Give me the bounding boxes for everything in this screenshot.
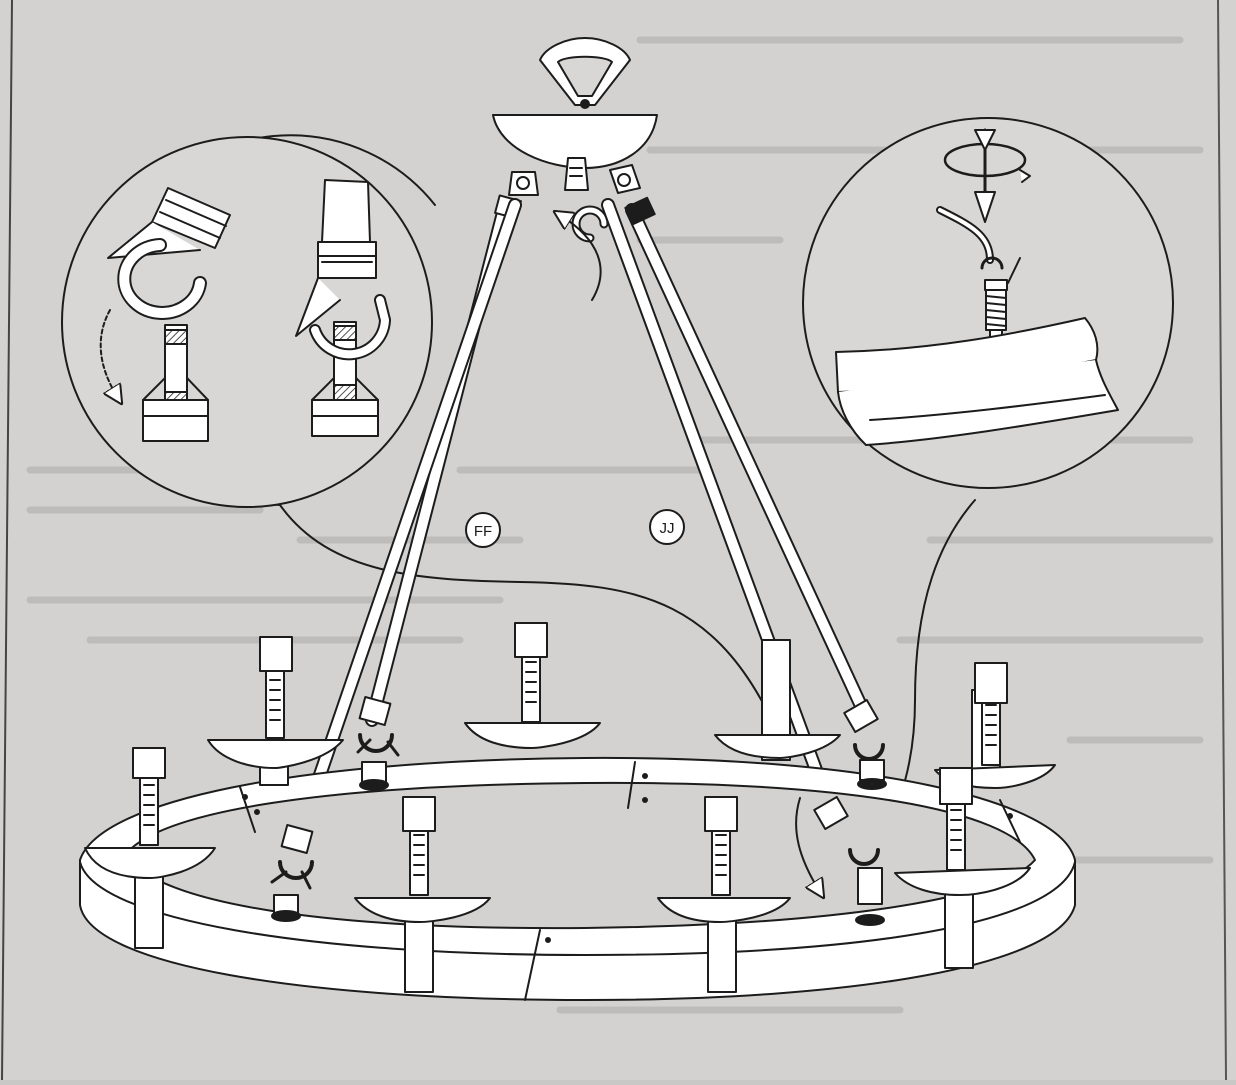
page-fold-line-left	[1, 0, 13, 1081]
detail-circle-hook-connection	[61, 134, 781, 739]
candle-arm-6	[354, 796, 491, 923]
fitting-ff-lower	[270, 824, 314, 922]
part-label-jj	[649, 509, 685, 545]
rod-jj	[624, 196, 869, 715]
part-label-ff-text: FF	[474, 523, 492, 540]
fitting-ff-upper	[356, 696, 400, 791]
ring-section-closeup	[835, 317, 1119, 446]
ceiling-canopy	[492, 37, 658, 301]
candle-arm-4	[714, 734, 841, 759]
fitting-jj-lower	[795, 795, 885, 926]
canopy-hook-center	[564, 157, 589, 191]
candle-arm-3	[464, 622, 601, 749]
part-label-ff	[465, 512, 501, 548]
detail-circle-screw-connection	[802, 117, 1174, 836]
candle-arm-8	[894, 767, 1031, 896]
rod-jj-second	[601, 198, 837, 815]
hook-after-insertion-icon	[295, 179, 391, 437]
candle-arm-1	[84, 747, 216, 879]
page-fold-line-right	[1217, 0, 1227, 1081]
canopy-hook-left	[508, 171, 539, 196]
fitting-jj-upper	[843, 698, 887, 790]
candle-arm-7	[657, 796, 791, 923]
bleed-through-text	[26, 36, 1214, 1014]
rotation-arrow-icon	[943, 128, 1031, 223]
canopy-hook-right	[609, 164, 641, 194]
hook-before-insertion-icon	[99, 187, 231, 442]
part-label-jj-text: JJ	[660, 520, 675, 537]
candle-arm-2	[207, 636, 344, 769]
